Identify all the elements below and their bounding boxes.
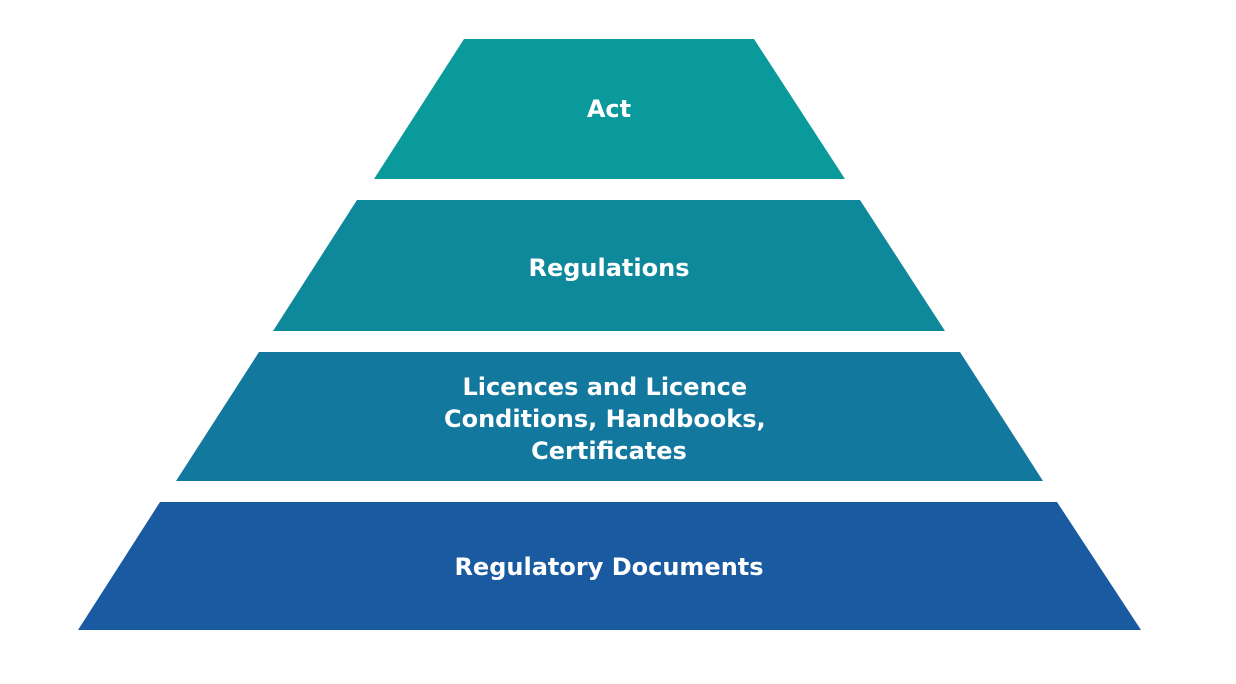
tier-regulatory-documents-label: Regulatory Documents	[454, 553, 763, 581]
tier-act: Act	[374, 39, 845, 179]
tier-licences-label: Licences and Licence Conditions, Handboo…	[444, 373, 774, 465]
tier-act-shape	[374, 39, 845, 179]
tier-regulatory-documents: Regulatory Documents	[78, 502, 1141, 630]
tier-licences: Licences and Licence Conditions, Handboo…	[176, 352, 1043, 481]
tier-licences-shape	[176, 352, 1043, 481]
tier-regulations-label: Regulations	[528, 254, 689, 282]
tier-regulations: Regulations	[273, 200, 945, 331]
tier-regulatory-documents-shape	[78, 502, 1141, 630]
tier-regulations-shape	[273, 200, 945, 331]
tier-act-label: Act	[587, 95, 631, 123]
